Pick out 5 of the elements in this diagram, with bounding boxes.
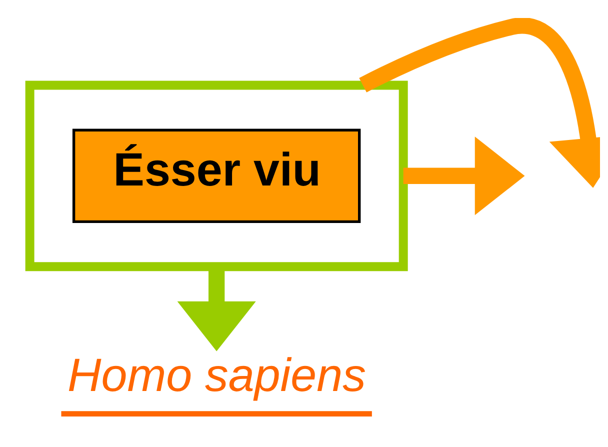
- cluster: [25, 80, 408, 271]
- arrow: [359, 18, 600, 188]
- node-text: Homo sapiens: [68, 348, 366, 401]
- node-box: Ésser viu: [72, 128, 361, 223]
- arrow: [403, 136, 525, 215]
